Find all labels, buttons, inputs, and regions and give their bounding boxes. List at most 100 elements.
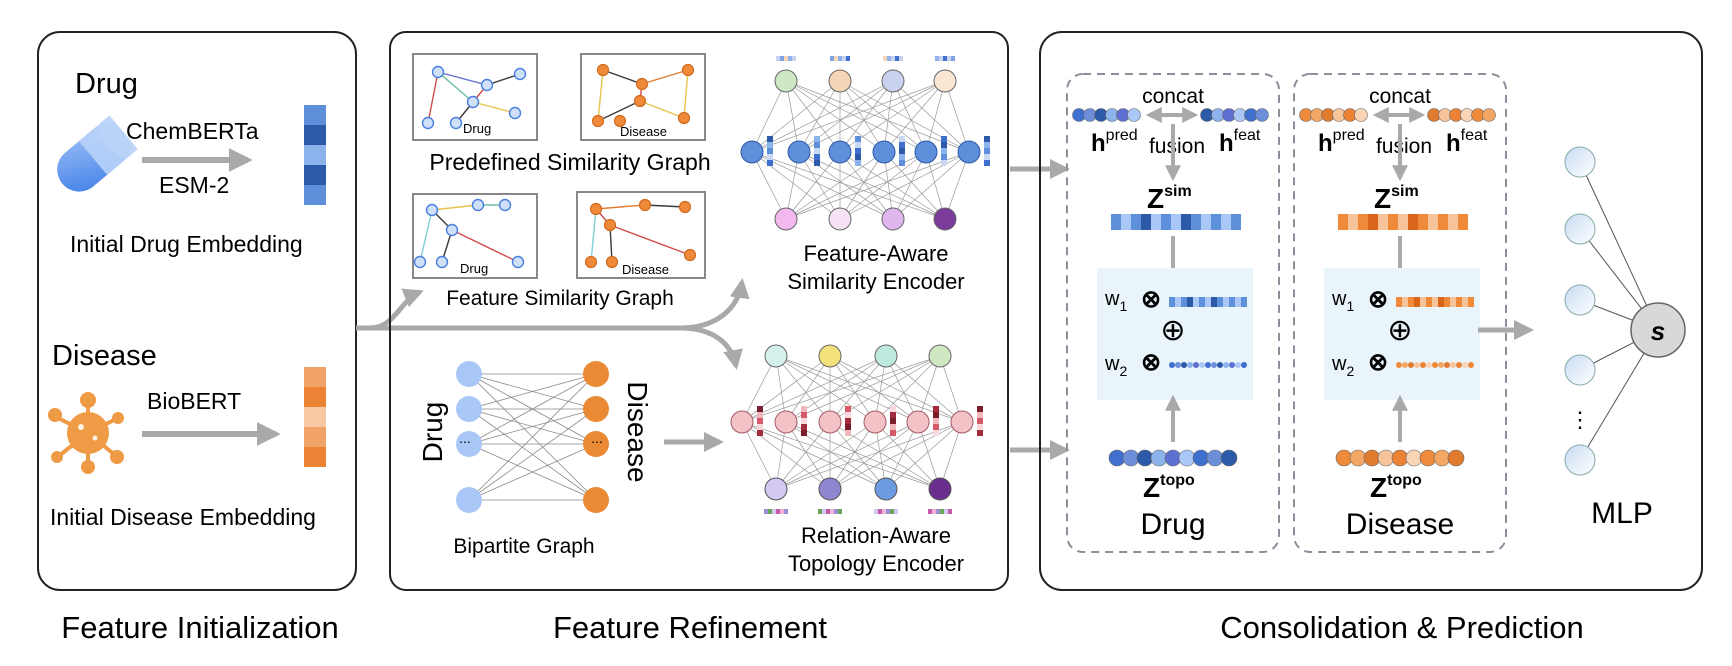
z-sim-cell [1121, 214, 1131, 230]
bipartite-edge [468, 408, 597, 445]
topo-output-node [764, 477, 788, 501]
h-feat-cell [1255, 108, 1269, 122]
w1-vector-cell [1468, 297, 1474, 307]
topology-encoder-label-line1: Relation-Aware [801, 523, 951, 548]
z-topo-cell [1108, 449, 1126, 467]
topo-hidden-feature-cell [977, 406, 983, 412]
w2-vector-cell [1217, 362, 1223, 368]
w2-vector-cell [1408, 362, 1414, 368]
topo-hidden-feature-cell [801, 418, 807, 424]
edge [839, 151, 927, 220]
predefined-disease-graph: Disease [580, 53, 706, 141]
drug-model-esm2: ESM-2 [159, 172, 229, 198]
w1-vector-cell [1241, 297, 1247, 307]
topo-hidden-feature-cell [933, 424, 939, 430]
edge [751, 80, 787, 153]
sim-hidden-feature-cell [899, 136, 905, 142]
top-feature-cell [830, 56, 834, 61]
z-sim-cell [1181, 214, 1191, 230]
bipartite-drug-ellipsis: ... [459, 430, 471, 446]
predefined-similarity-graph-label: Predefined Similarity Graph [429, 149, 710, 175]
sim-hidden-feature-cell [855, 160, 861, 166]
edge [741, 421, 831, 490]
w1-vector-cell [1408, 297, 1414, 307]
w2-vector-cell [1181, 362, 1187, 368]
h-pred-cell [1354, 108, 1368, 122]
edge [892, 80, 970, 153]
edge [885, 421, 963, 490]
topo-hidden-feature-cell [757, 406, 763, 412]
bottom-feature-cell [894, 509, 898, 514]
w2-vector-cell [1199, 362, 1205, 368]
topo-input-node [874, 344, 898, 368]
bottom-feature-cell [882, 509, 886, 514]
edge [883, 151, 946, 220]
topo-hidden-feature-cell [801, 412, 807, 418]
sim-output-node [774, 207, 798, 231]
w1-vector-cell [1169, 297, 1175, 307]
sim-hidden-feature-cell [984, 142, 990, 148]
bottom-feature-cell [768, 509, 772, 514]
z-sim-cell [1418, 214, 1428, 230]
top-feature-cell [883, 56, 887, 61]
topo-hidden-feature-cell [845, 430, 851, 436]
w1-vector-cell [1456, 297, 1462, 307]
w1-vector-cell [1229, 297, 1235, 307]
top-feature-cell [846, 56, 850, 61]
topo-hidden-feature-cell [977, 418, 983, 424]
bottom-feature-cell [936, 509, 940, 514]
topo-hidden-feature-cell [801, 424, 807, 430]
sim-hidden-feature-cell [984, 154, 990, 160]
z-topo-cell [1150, 449, 1168, 467]
edge [775, 355, 876, 423]
edge [741, 355, 941, 423]
sim-hidden-feature-cell [941, 142, 947, 148]
w1-vector-cell [1396, 297, 1402, 307]
topo-input-node [928, 344, 952, 368]
edge [785, 421, 941, 490]
edge [917, 355, 941, 423]
edge [885, 421, 919, 490]
topology-encoder-label-line2: Topology Encoder [788, 551, 964, 576]
edge [751, 151, 841, 220]
edge [885, 355, 919, 423]
sim-input-node [881, 69, 905, 93]
w2-vector-cell [1402, 362, 1408, 368]
bottom-feature-cell [764, 509, 768, 514]
sim-hidden-feature-cell [941, 154, 947, 160]
sim-hidden-node [872, 140, 896, 164]
bottom-feature-cell [784, 509, 788, 514]
w1-vector-cell [1462, 297, 1468, 307]
edge [883, 80, 894, 153]
bottom-feature-cell [886, 509, 890, 514]
edge [925, 151, 946, 220]
edge [785, 151, 885, 220]
plus-icon: ⊕ [1387, 314, 1412, 347]
initial-disease-embedding-label: Initial Disease Embedding [50, 504, 316, 530]
disease-heading: Disease [52, 340, 157, 372]
bottom-feature-cell [772, 509, 776, 514]
fusion-label: fusion [1376, 135, 1432, 158]
sim-hidden-feature-cell [814, 142, 820, 148]
bipartite-drug-label: Drug [417, 402, 448, 463]
topo-hidden-node [863, 410, 887, 434]
w2-vector-cell [1450, 362, 1456, 368]
z-topo-label: Ztopo [1370, 472, 1422, 503]
edge [775, 421, 876, 490]
z-sim-cell [1111, 214, 1121, 230]
sim-hidden-feature-cell [767, 142, 773, 148]
times-icon-1: ⊗ [1141, 286, 1161, 313]
bipartite-edge [468, 373, 597, 501]
bottom-feature-cell [948, 509, 952, 514]
topo-hidden-feature-cell [845, 406, 851, 412]
caption-feature-refinement: Feature Refinement [553, 610, 827, 645]
mlp-input-node [1564, 146, 1596, 178]
z-topo-cell [1206, 449, 1224, 467]
top-feature-cell [842, 56, 846, 61]
h-pred-label: hpred [1318, 127, 1365, 157]
sim-output-node [933, 207, 957, 231]
sim-hidden-feature-cell [984, 160, 990, 166]
topo-hidden-node [818, 410, 842, 434]
